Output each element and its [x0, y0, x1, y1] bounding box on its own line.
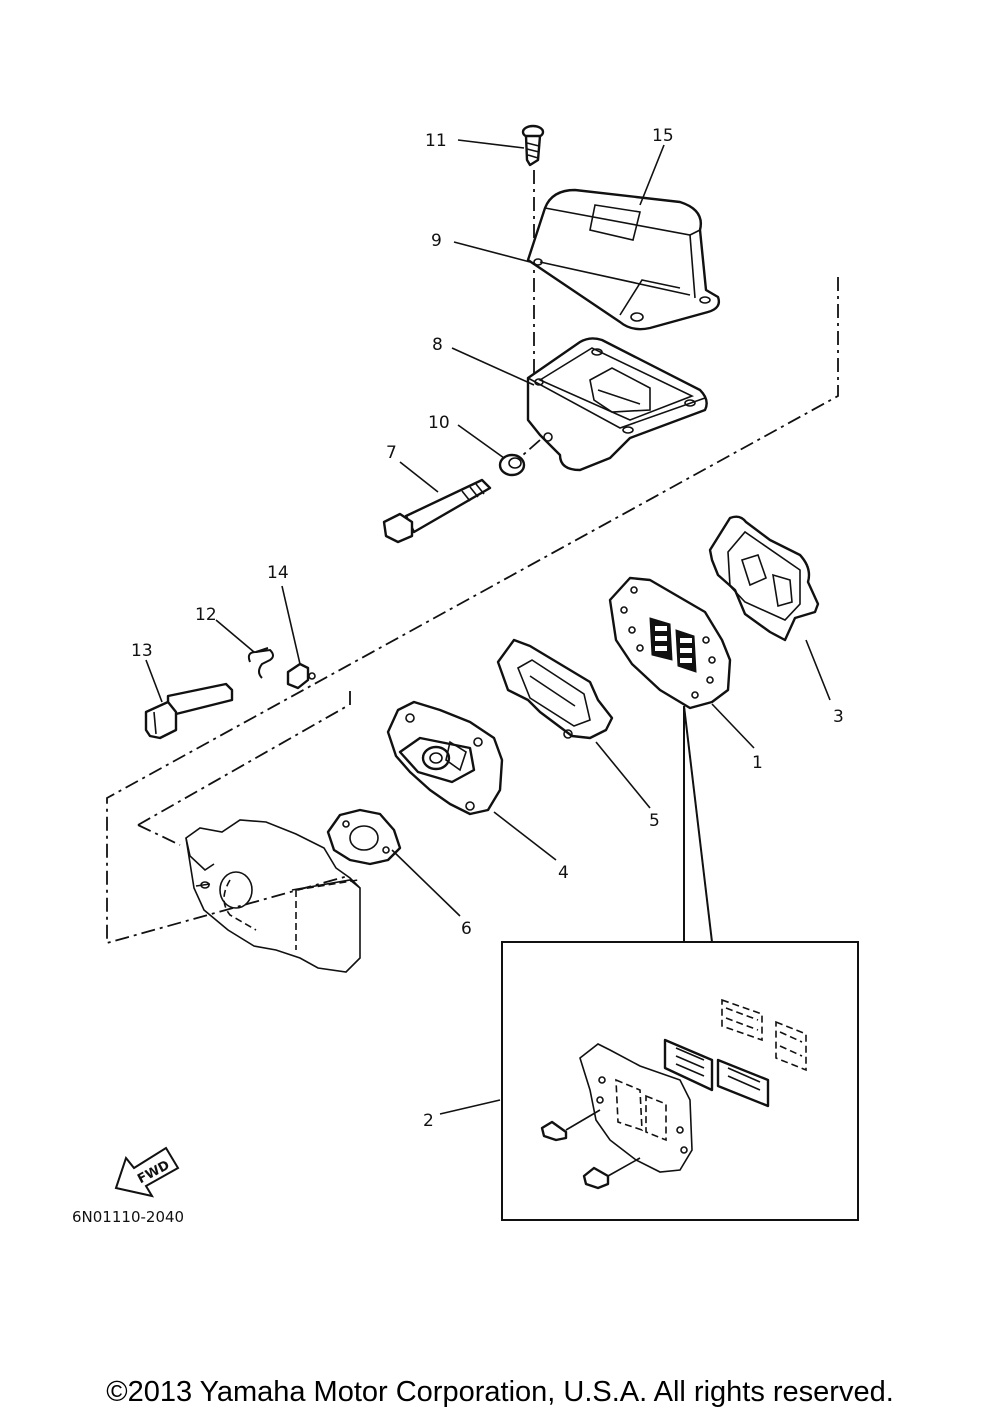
callout-4: 4	[558, 863, 569, 883]
callout-numbers: 1 2 3 4 5 6 7 8 9 10 11 12 13 14 15	[131, 126, 844, 1131]
gasket-part-5	[496, 638, 614, 740]
callout-8: 8	[432, 335, 443, 355]
callout-3: 3	[833, 707, 844, 727]
reed-valve-plate-part-1	[608, 576, 732, 710]
gasket-part-6	[326, 808, 402, 866]
callout-15: 15	[652, 126, 674, 146]
lever-part-13	[144, 682, 234, 740]
bolt-part-7	[382, 478, 492, 544]
gasket-part-3	[708, 515, 820, 642]
leader-lines	[145, 139, 831, 1115]
housing-part-8	[526, 337, 708, 472]
intake-manifold-part-4	[386, 700, 504, 816]
callout-14: 14	[267, 563, 289, 583]
clip-part-12	[247, 647, 274, 679]
callout-13: 13	[131, 641, 153, 661]
forward-arrow-icon: FWD	[114, 1146, 180, 1198]
callout-11: 11	[425, 131, 447, 151]
reed-valve-assembly-inset	[501, 705, 859, 1221]
callout-7: 7	[386, 443, 397, 463]
carburetor-phantom	[185, 819, 361, 973]
holder-part-14	[286, 662, 316, 690]
callout-5: 5	[649, 811, 660, 831]
screw-part-11	[521, 124, 545, 167]
cover-part-15	[526, 188, 721, 331]
callout-6: 6	[461, 919, 472, 939]
grommet-part-10	[498, 453, 526, 477]
callout-1: 1	[752, 753, 763, 773]
callout-10: 10	[428, 413, 450, 433]
callout-9: 9	[431, 231, 442, 251]
diagram-code: 6N01110-2040	[72, 1208, 185, 1226]
fwd-label: FWD	[135, 1158, 172, 1187]
callout-2: 2	[423, 1111, 434, 1131]
callout-12: 12	[195, 605, 217, 625]
copyright-notice: ©2013 Yamaha Motor Corporation, U.S.A. A…	[106, 1376, 894, 1408]
